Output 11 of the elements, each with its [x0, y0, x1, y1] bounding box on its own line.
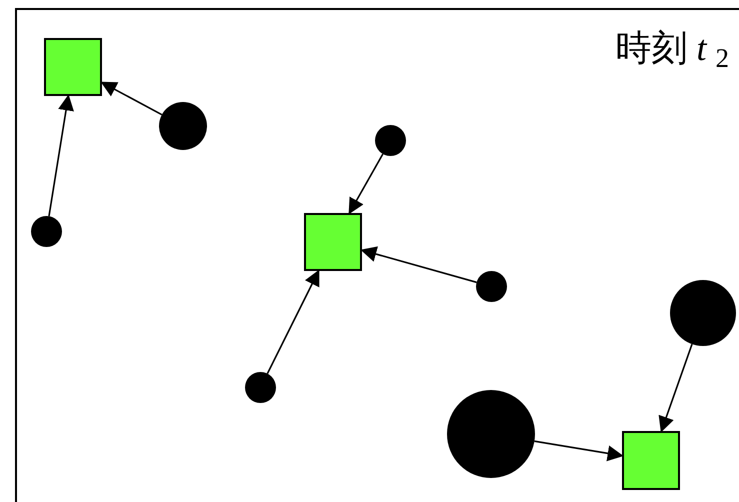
square-node — [622, 431, 680, 490]
square-node — [44, 38, 102, 96]
arrow — [658, 344, 693, 432]
arrow — [360, 246, 477, 284]
arrow — [100, 82, 162, 116]
arrow — [348, 154, 384, 214]
arrow — [48, 94, 74, 216]
arrow — [534, 440, 624, 462]
arrow — [266, 270, 320, 374]
title: 時刻 t $_{2}$ — [615, 30, 729, 66]
square-node — [304, 213, 362, 271]
